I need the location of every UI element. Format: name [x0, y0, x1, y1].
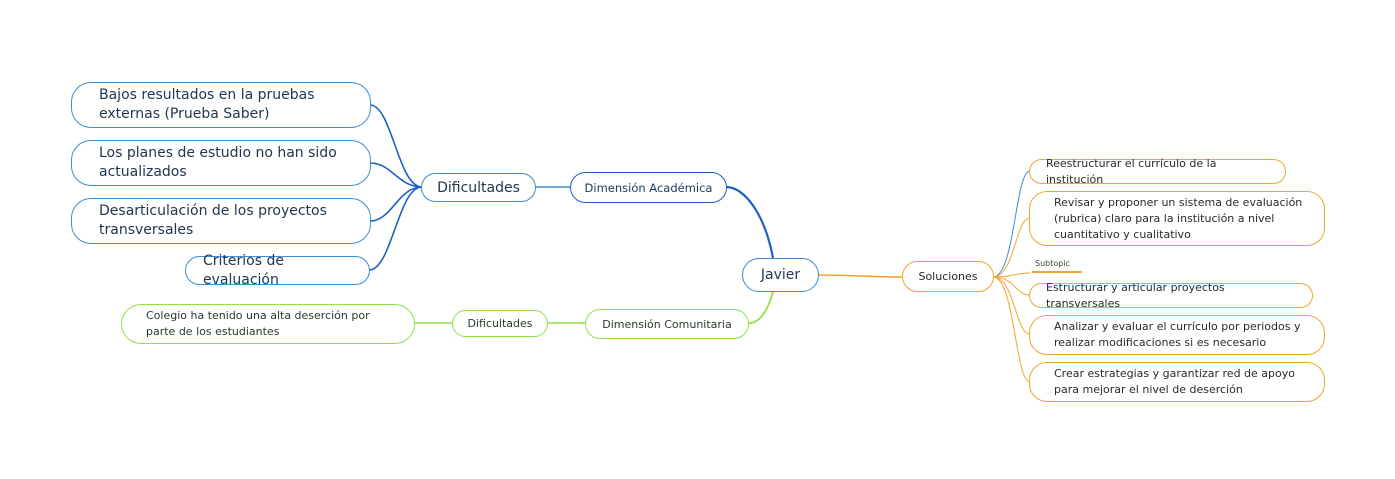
leaf-criterios-evaluacion[interactable]: Criterios de evaluación — [185, 253, 370, 288]
leaf-criterios-evaluacion-label: Criterios de evaluación — [203, 252, 284, 288]
topic-dimension-comunitaria[interactable]: Dimensión Comunitaria — [585, 309, 749, 339]
topic-dimension-comunitaria-label: Dimensión Comunitaria — [602, 317, 732, 331]
leaf-desercion[interactable]: Colegio ha tenido una alta deserción por… — [121, 304, 415, 344]
topic-dificultades-comunitaria-label: Dificultades — [467, 317, 533, 330]
connector-dificultades-leaf-1 — [369, 104, 423, 188]
connector-dificultades-leaf-3 — [369, 186, 423, 222]
solution-analizar-curriculo-label: Analizar y evaluar el currículo por peri… — [1054, 320, 1301, 349]
leaf-desercion-label: Colegio ha tenido una alta deserción por… — [146, 309, 370, 338]
leaf-bajos-resultados[interactable]: Bajos resultados en la pruebas externas … — [71, 82, 371, 128]
central-topic[interactable]: Javier — [742, 258, 819, 292]
solution-reestructurar-curriculo[interactable]: Reestructurar el currículo de la institu… — [1029, 157, 1286, 186]
connector-soluciones-item-1 — [992, 170, 1031, 278]
leaf-planes-estudio[interactable]: Los planes de estudio no han sido actual… — [71, 140, 371, 186]
solution-sistema-evaluacion[interactable]: Revisar y proponer un sistema de evaluac… — [1029, 191, 1325, 246]
leaf-bajos-resultados-label: Bajos resultados en la pruebas externas … — [99, 87, 315, 122]
connector-javier-academica — [725, 185, 775, 259]
solution-estructurar-proyectos[interactable]: Estructurar y articular proyectos transv… — [1029, 281, 1313, 310]
solution-sistema-evaluacion-label: Revisar y proponer un sistema de evaluac… — [1054, 195, 1303, 241]
connector-javier-soluciones — [817, 274, 903, 278]
connector-soluciones-item-5 — [992, 276, 1031, 335]
leaf-planes-estudio-label: Los planes de estudio no han sido actual… — [99, 145, 337, 180]
central-topic-label: Javier — [760, 267, 801, 283]
topic-dificultades-academica-label: Dificultades — [437, 179, 520, 196]
solution-estructurar-proyectos-label: Estructurar y articular proyectos transv… — [1046, 280, 1225, 310]
connector-dificultades-leaf-4 — [368, 186, 423, 271]
topic-soluciones-label: Soluciones — [918, 270, 978, 283]
leaf-desarticulacion-label: Desarticulación de los proyectos transve… — [99, 203, 327, 238]
solution-red-apoyo[interactable]: Crear estrategias y garantizar red de ap… — [1029, 362, 1325, 402]
solution-subtopic-label: Subtopic — [1035, 259, 1070, 268]
topic-dificultades-academica[interactable]: Dificultades — [421, 173, 536, 202]
connector-soluciones-item-6 — [992, 276, 1031, 383]
connector-javier-comunitaria — [748, 291, 774, 324]
solution-subtopic[interactable]: Subtopic — [1032, 259, 1082, 273]
topic-dimension-academica-label: Dimensión Académica — [584, 180, 713, 195]
solution-reestructurar-curriculo-label: Reestructurar el currículo de la institu… — [1046, 156, 1217, 186]
connector-soluciones-item-2 — [992, 217, 1031, 278]
topic-soluciones[interactable]: Soluciones — [902, 261, 994, 292]
connector-dificultades-leaf-2 — [369, 162, 423, 188]
solution-red-apoyo-label: Crear estrategias y garantizar red de ap… — [1054, 367, 1295, 396]
topic-dificultades-comunitaria[interactable]: Dificultades — [452, 310, 548, 337]
solution-analizar-curriculo[interactable]: Analizar y evaluar el currículo por peri… — [1029, 315, 1325, 355]
leaf-desarticulacion[interactable]: Desarticulación de los proyectos transve… — [71, 198, 371, 244]
topic-dimension-academica[interactable]: Dimensión Académica — [570, 172, 727, 203]
